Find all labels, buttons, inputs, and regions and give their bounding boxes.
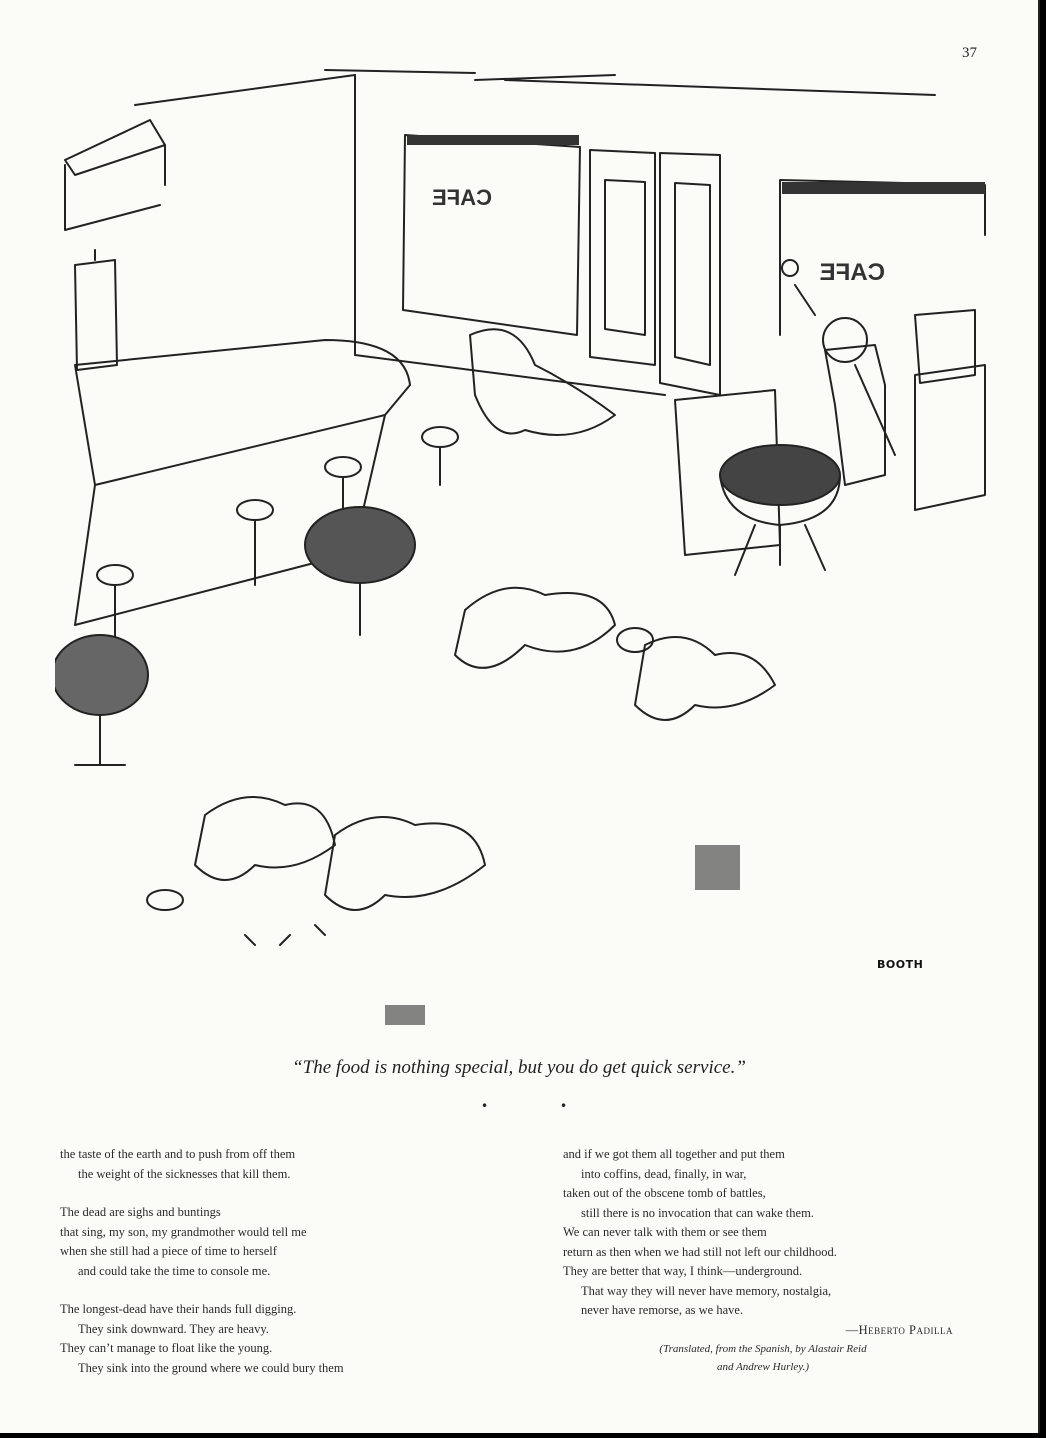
poem-line: The dead are sighs and buntings [60,1205,221,1219]
cartoon-illustration: CAFE CAFE [55,69,986,1025]
translation-credit-line2: and Andrew Hurley.) [717,1361,809,1373]
poem-line: and could take the time to console me. [78,1263,271,1278]
cafe-sign-right: CAFE [820,259,885,286]
cafe-sign-left: CAFE [432,185,492,210]
poem-line: still there is no invocation that can wa… [581,1205,814,1220]
cartoon-caption: “The food is nothing special, but you do… [292,1057,746,1078]
poem-line: They sink into the ground where we could… [78,1360,344,1375]
poem-line: that sing, my son, my grandmother would … [60,1224,307,1239]
separator-dot-left: • [481,1099,489,1113]
poem-line: when she still had a piece of time to he… [60,1244,277,1258]
poem-line: the taste of the earth and to push from … [60,1147,296,1161]
poem-line: return as then when we had still not lef… [563,1244,837,1259]
poem-line: They are better that way, I think—underg… [563,1264,803,1278]
poem-line: They can’t manage to float like the youn… [60,1341,273,1355]
poem-line: They sink downward. They are heavy. [78,1321,269,1336]
artist-signature: BOOTH [877,958,924,971]
poem-line: We can never talk with them or see them [563,1225,767,1239]
poem-line: taken out of the obscene tomb of battles… [563,1186,766,1200]
poem-left-column: the taste of the earth and to push from … [60,1145,500,1378]
poem-author: —Heberto Padilla [845,1322,953,1337]
poem-line: never have remorse, as we have. [581,1303,744,1317]
separator-dot-right: • [560,1099,568,1113]
poem-right-column: and if we got them all together and put … [563,1145,993,1376]
translation-credit-line1: (Translated, from the Spanish, by Alasta… [659,1343,867,1355]
poem-line: The longest-dead have their hands full d… [60,1302,297,1316]
poem-line: That way they will never have memory, no… [581,1283,832,1298]
poem-line: into coffins, dead, finally, in war, [581,1166,747,1181]
poem-line: and if we got them all together and put … [563,1147,785,1161]
poem-line: the weight of the sicknesses that kill t… [78,1166,291,1181]
page-number: 37 [962,45,977,61]
